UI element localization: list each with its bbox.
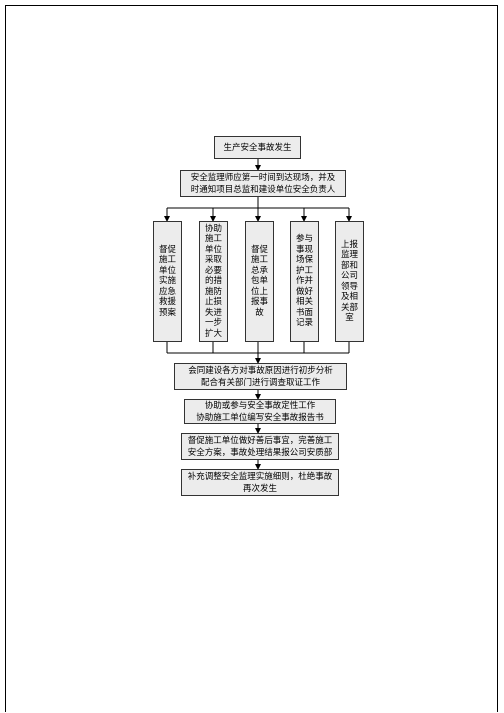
branch-report-accident: 督促 施工 总承 包单 位上 报事 故 bbox=[245, 221, 274, 342]
step-aftermath: 督促施工单位做好善后事宜，完善施工 安全方案，事故处理结果报公司安质部 bbox=[181, 433, 339, 460]
branch-scene-protection-text: 参与 事现 场保 护工 作并 做好 相关 书面 记录 bbox=[295, 234, 313, 329]
step-accident-occurs-text: 生产安全事故发生 bbox=[223, 142, 292, 153]
branch-prevent-loss: 协助 施工 单位 采取 必要 的措 施防 止损 失进 一步 扩大 bbox=[199, 221, 228, 342]
step-accident-occurs: 生产安全事故发生 bbox=[214, 136, 301, 159]
page-border bbox=[5, 5, 498, 712]
step-revise-rules-text: 补充调整安全监理实施细则，杜绝事故 再次发生 bbox=[187, 471, 333, 494]
step-cause-analysis: 会同建设各方对事故原因进行初步分析 配合有关部门进行调查取证工作 bbox=[174, 363, 347, 390]
branch-emergency-plan: 督促 施工 单位 实施 应急 救援 预案 bbox=[153, 221, 182, 342]
step-supervisor-arrives: 安全监理师应第一时间到达现场，并及 时通知项目总监和建设单位安全负责人 bbox=[180, 170, 346, 197]
branch-prevent-loss-text: 协助 施工 单位 采取 必要 的措 施防 止损 失进 一步 扩大 bbox=[204, 223, 222, 339]
step-cause-analysis-text: 会同建设各方对事故原因进行初步分析 配合有关部门进行调查取证工作 bbox=[188, 365, 333, 388]
branch-scene-protection: 参与 事现 场保 护工 作并 做好 相关 书面 记录 bbox=[290, 221, 319, 342]
step-accident-report: 协助或参与安全事故定性工作 协助施工单位编写安全事故报告书 bbox=[184, 399, 336, 424]
branch-report-leaders: 上报 监理 部和 公司 领导 及相 关部 室 bbox=[335, 221, 364, 342]
branch-emergency-plan-text: 督促 施工 单位 实施 应急 救援 预案 bbox=[158, 244, 176, 318]
step-supervisor-arrives-text: 安全监理师应第一时间到达现场，并及 时通知项目总监和建设单位安全负责人 bbox=[190, 172, 336, 195]
step-accident-report-text: 协助或参与安全事故定性工作 协助施工单位编写安全事故报告书 bbox=[196, 400, 324, 423]
branch-report-leaders-text: 上报 监理 部和 公司 领导 及相 关部 室 bbox=[340, 239, 358, 324]
step-revise-rules: 补充调整安全监理实施细则，杜绝事故 再次发生 bbox=[181, 469, 339, 496]
branch-report-accident-text: 督促 施工 总承 包单 位上 报事 故 bbox=[250, 244, 268, 318]
step-aftermath-text: 督促施工单位做好善后事宜，完善施工 安全方案，事故处理结果报公司安质部 bbox=[187, 435, 333, 458]
